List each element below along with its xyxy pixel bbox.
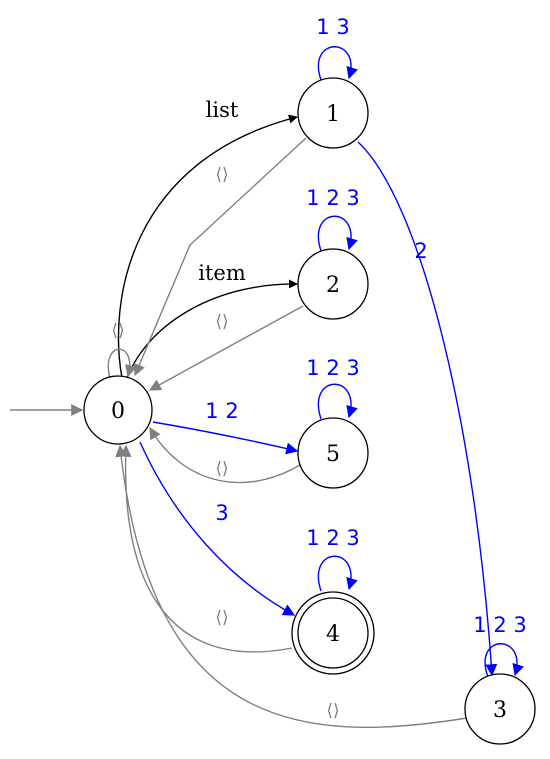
state-3: 3 <box>464 673 536 745</box>
loop-1-label: 1 3 <box>316 15 349 39</box>
edge-0-to-2 <box>126 279 298 379</box>
loop-4 <box>317 555 358 592</box>
edge-1-to-0-label: ⟨⟩ <box>215 165 228 185</box>
edge-1-to-0 <box>133 137 307 377</box>
loop-5 <box>317 383 358 420</box>
state-4-accepting: 4 <box>291 591 375 675</box>
loop-4-label: 1 2 3 <box>306 526 359 550</box>
edge-4-to-0 <box>119 444 293 653</box>
edge-1-to-3 <box>357 141 498 677</box>
state-4-label: 4 <box>326 622 340 647</box>
loop-5-label: 1 2 3 <box>306 356 359 380</box>
state-2: 2 <box>297 248 369 320</box>
edge-3-to-0-label: ⟨⟩ <box>326 701 339 721</box>
loop-0 <box>107 348 137 379</box>
edge-0-to-1 <box>117 114 298 379</box>
loop-3-label: 1 2 3 <box>473 613 526 637</box>
edge-1-to-3-label: 2 <box>414 239 427 263</box>
loop-3 <box>484 643 524 678</box>
state-1: 1 <box>297 77 369 149</box>
state-2-label: 2 <box>326 273 340 298</box>
edge-0-to-5 <box>152 421 299 455</box>
state-0: 0 <box>83 375 153 445</box>
loop-2 <box>317 215 358 252</box>
state-5: 5 <box>297 417 369 489</box>
state-3-label: 3 <box>493 698 507 723</box>
edge-3-to-0 <box>115 444 468 729</box>
edge-0-to-4-label: 3 <box>215 501 228 525</box>
edge-0-to-2-label: item <box>198 261 246 285</box>
state-0-label: 0 <box>111 399 125 424</box>
edge-2-to-0 <box>148 305 304 391</box>
edge-0-to-4 <box>139 441 296 616</box>
edge-5-to-0 <box>149 426 301 484</box>
loop-1 <box>317 46 358 81</box>
edge-4-to-0-label: ⟨⟩ <box>215 608 228 628</box>
edge-2-to-0-label: ⟨⟩ <box>215 312 228 332</box>
loop-2-label: 1 2 3 <box>306 186 359 210</box>
loop-0-label: ⟨⟩ <box>111 321 124 341</box>
state-1-label: 1 <box>326 102 340 127</box>
edge-0-to-1-label: list <box>206 98 239 122</box>
edge-5-to-0-label: ⟨⟩ <box>215 459 228 479</box>
state-5-label: 5 <box>326 442 340 467</box>
edge-0-to-5-label: 1 2 <box>205 399 238 423</box>
